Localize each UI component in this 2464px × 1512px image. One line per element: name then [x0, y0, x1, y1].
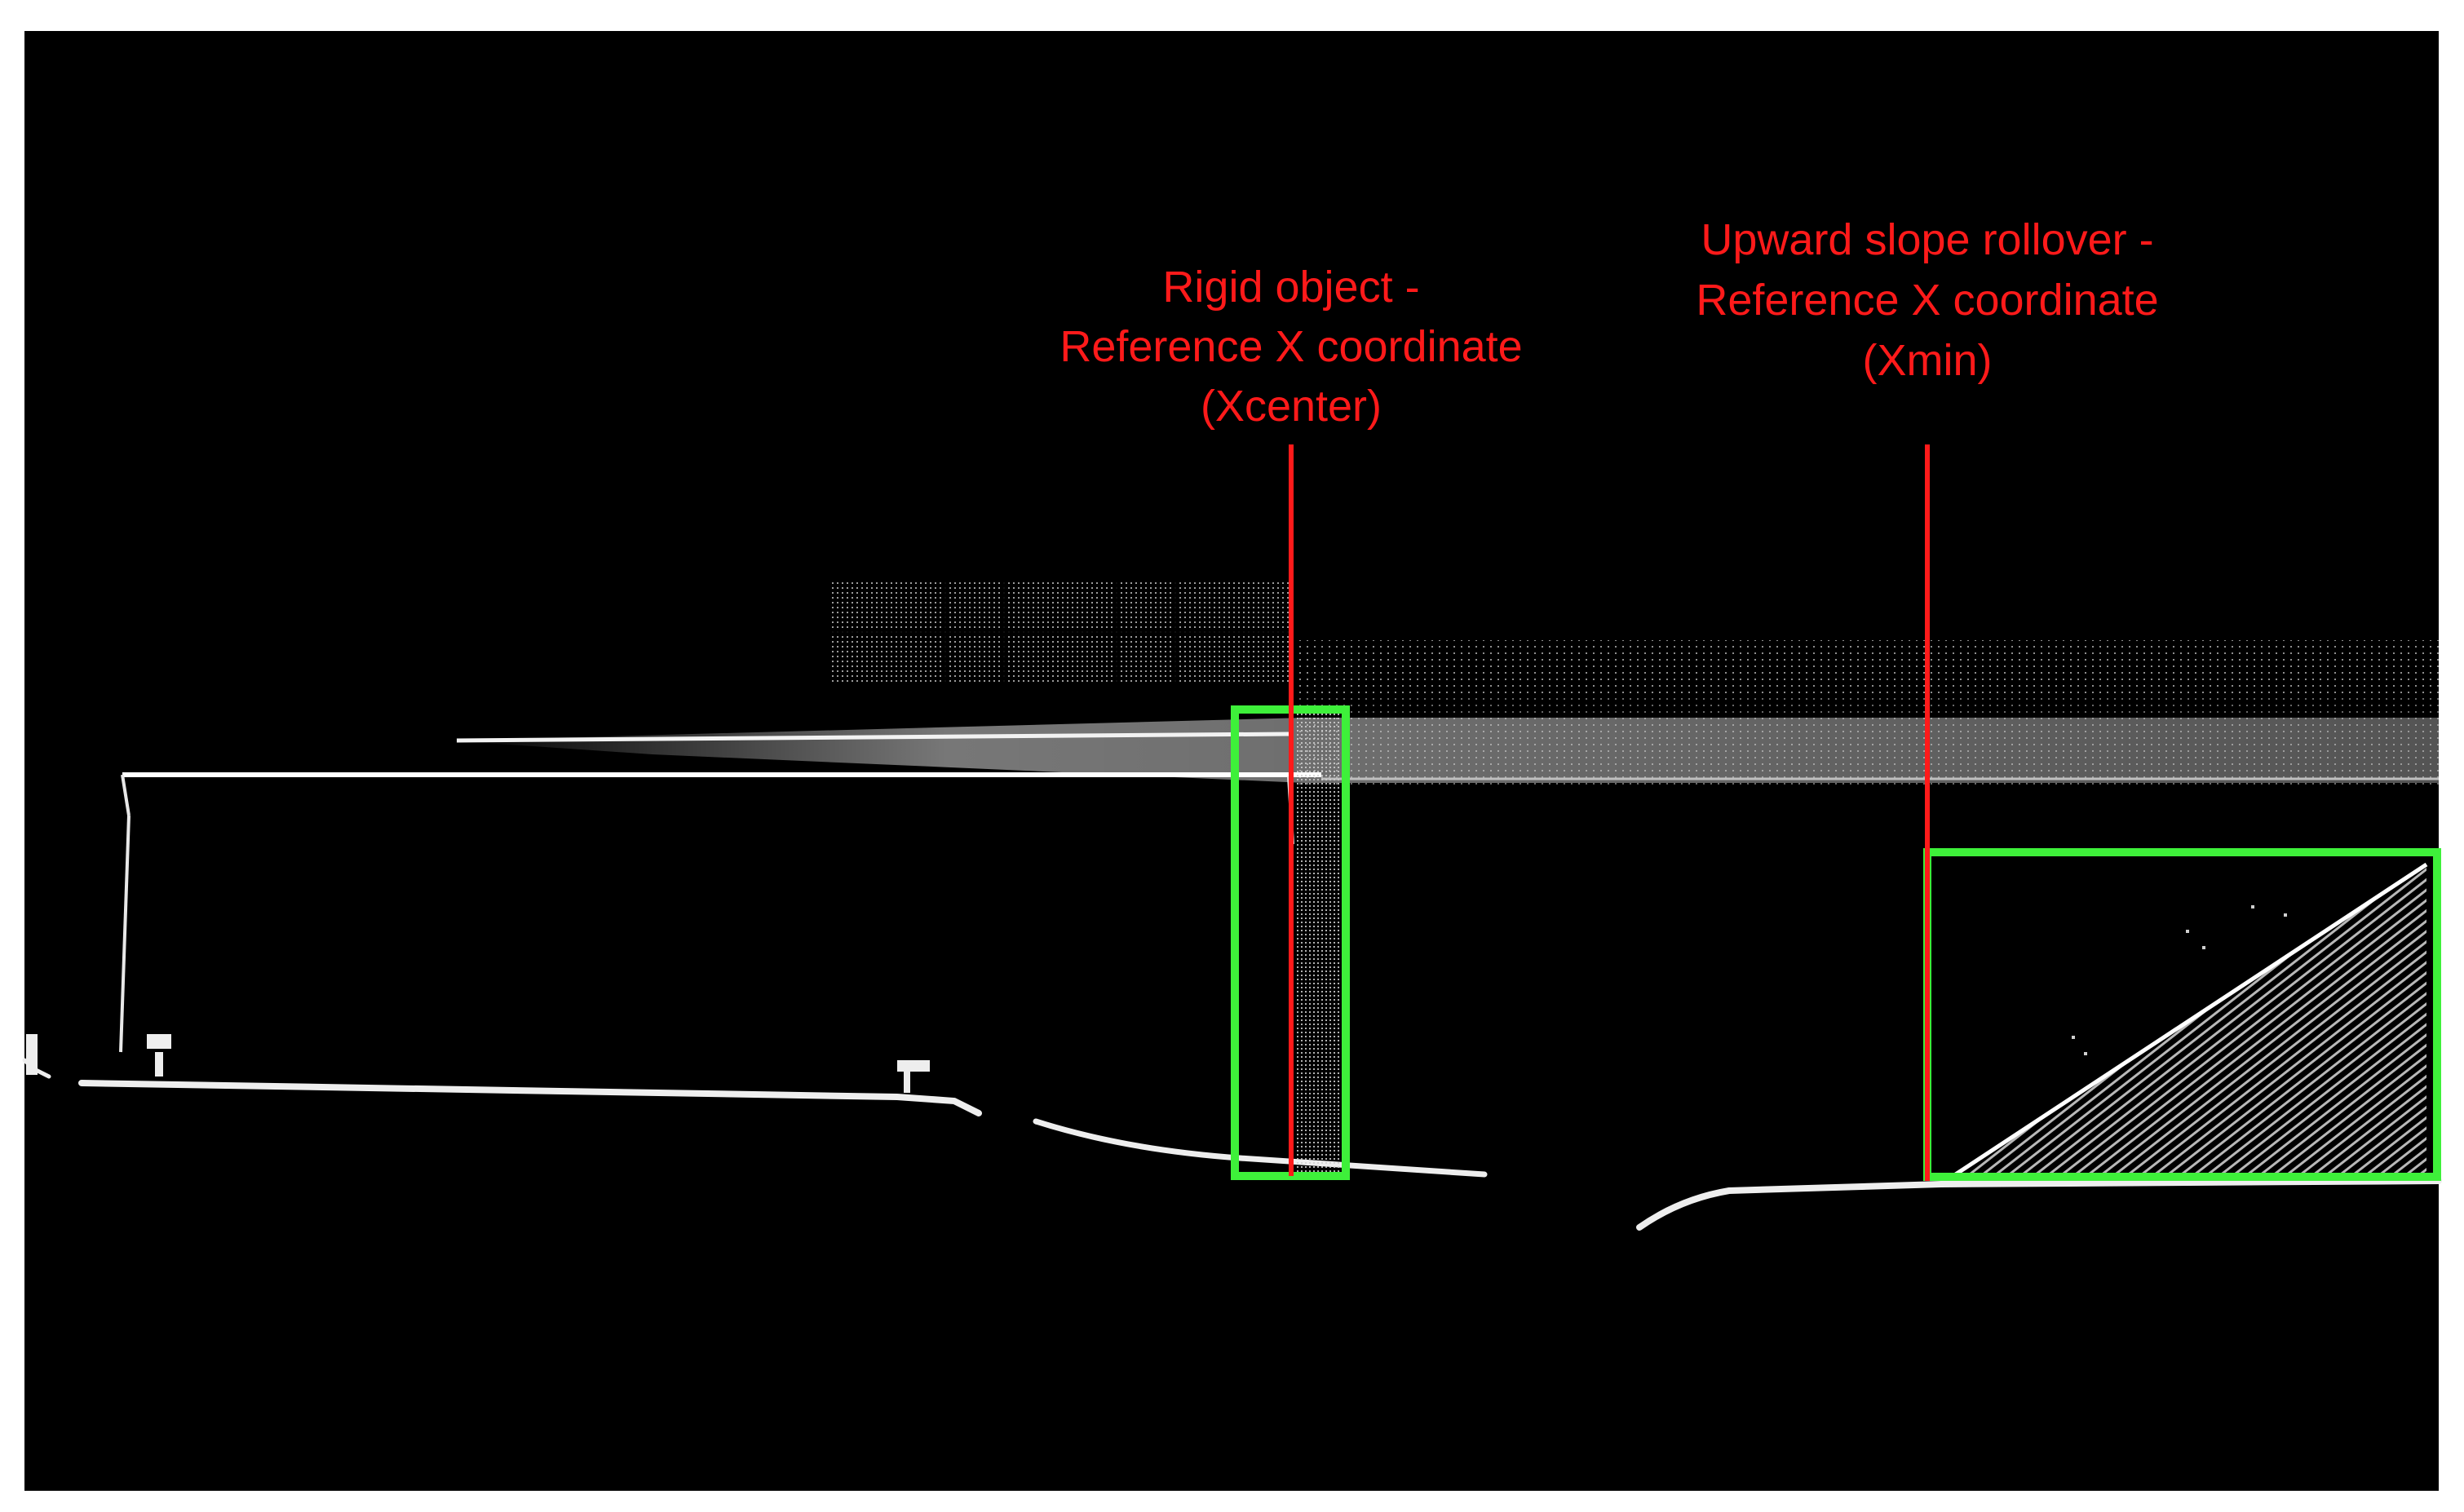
rigid-object-label: Rigid object - Reference X coordinate (X…	[1059, 263, 1522, 431]
rigid-object-label-line1: Rigid object -	[1162, 263, 1419, 312]
rigid-object-label-line3: (Xcenter)	[1201, 382, 1382, 431]
ground-objects	[26, 1034, 930, 1093]
slope-label-line2: Reference X coordinate	[1696, 276, 2158, 325]
slope-label-line3: (Xmin)	[1863, 336, 1993, 385]
rigid-object-points	[1297, 710, 1339, 1174]
slope-label: Upward slope rollover - Reference X coor…	[1696, 215, 2158, 385]
rigid-object-label-line2: Reference X coordinate	[1059, 322, 1522, 371]
slope-label-line1: Upward slope rollover -	[1701, 215, 2153, 264]
slope-surface	[1948, 862, 2428, 1181]
road-band	[122, 718, 2439, 783]
